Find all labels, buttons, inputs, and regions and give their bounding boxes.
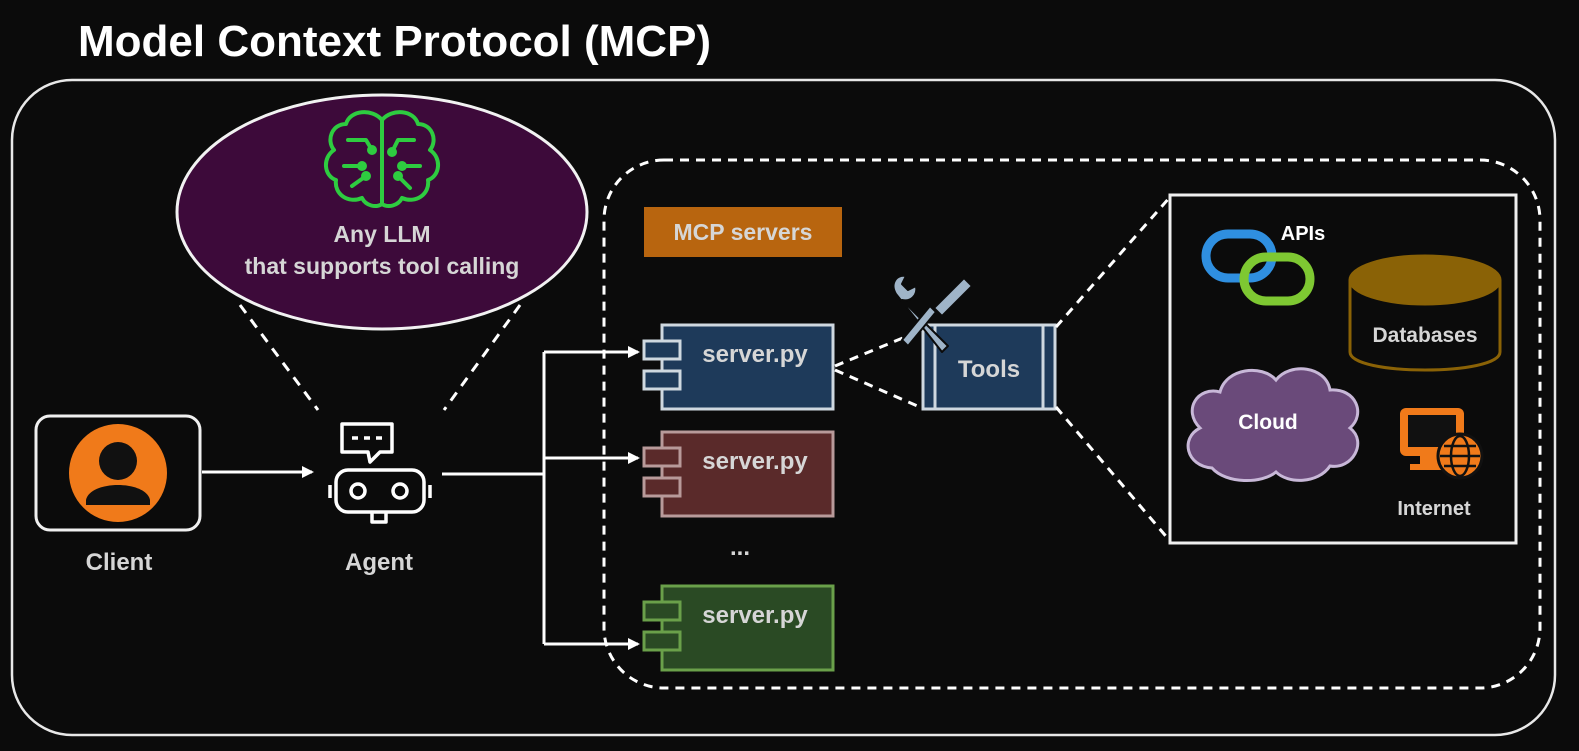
- server-1-port-top: [642, 339, 682, 361]
- llm-agent-connector-right: [442, 304, 522, 411]
- llm-label-line1: Any LLM: [333, 221, 430, 247]
- tools-label: Tools: [958, 356, 1020, 383]
- server-3-port-bottom: [642, 630, 682, 652]
- agent-node: Agent: [328, 422, 432, 576]
- tools-resources-connector-top: [1054, 196, 1172, 328]
- servers-ellipsis: ...: [730, 534, 750, 561]
- server-3-label: server.py: [702, 602, 808, 629]
- llm-agent-connector-left: [238, 304, 320, 411]
- mcp-servers-badge-bg: [644, 207, 842, 257]
- server-3-box: [660, 584, 835, 672]
- databases-resource: Databases: [1348, 254, 1502, 372]
- outer-frame: [10, 78, 1557, 737]
- server-tools-connector-bottom: [834, 368, 923, 410]
- server-1-box: [660, 323, 835, 411]
- llm-bubble: Any LLM that supports tool calling: [175, 93, 589, 331]
- server-1-label: server.py: [702, 341, 808, 368]
- robot-icon: [328, 422, 432, 524]
- tools-box: [921, 323, 1057, 411]
- tools-node: Tools: [921, 323, 1057, 411]
- cloud-resource: Cloud: [1186, 367, 1360, 483]
- server-2-port-bottom: [642, 476, 682, 498]
- server-component-3: server.py: [642, 584, 835, 672]
- agent-label: Agent: [345, 549, 413, 576]
- databases-label: Databases: [1372, 324, 1477, 347]
- monitor-globe-icon: [1400, 408, 1484, 480]
- server-2-port-top: [642, 446, 682, 468]
- internet-label: Internet: [1397, 498, 1471, 520]
- apis-resource: APIs: [1201, 223, 1325, 306]
- wrench-screwdriver-icon: [892, 274, 973, 353]
- server-3-port-top: [642, 600, 682, 622]
- server-2-box: [660, 430, 835, 518]
- chain-link-icon: [1201, 229, 1315, 306]
- cloud-label: Cloud: [1238, 411, 1297, 434]
- user-icon: [69, 424, 167, 522]
- page-title: Model Context Protocol (MCP): [78, 17, 711, 66]
- tools-resources-connector-bottom: [1054, 406, 1172, 542]
- brain-icon: [324, 110, 440, 208]
- server-component-1: server.py: [642, 323, 835, 411]
- agent-to-servers-arrows: [442, 346, 640, 650]
- server-2-label: server.py: [702, 448, 808, 475]
- server-1-port-bottom: [642, 369, 682, 391]
- mcp-servers-label: MCP servers: [674, 219, 813, 245]
- client-label: Client: [86, 549, 153, 576]
- llm-ellipse: [175, 93, 589, 331]
- llm-label-line2: that supports tool calling: [245, 253, 520, 279]
- database-icon: [1348, 254, 1502, 372]
- client-node: Client: [34, 414, 202, 576]
- server-component-2: server.py: [642, 430, 835, 518]
- mcp-servers-container: [602, 158, 1542, 690]
- apis-label: APIs: [1281, 223, 1325, 245]
- cloud-icon: [1186, 367, 1360, 483]
- internet-resource: Internet: [1397, 408, 1484, 520]
- mcp-servers-badge: MCP servers: [644, 207, 842, 257]
